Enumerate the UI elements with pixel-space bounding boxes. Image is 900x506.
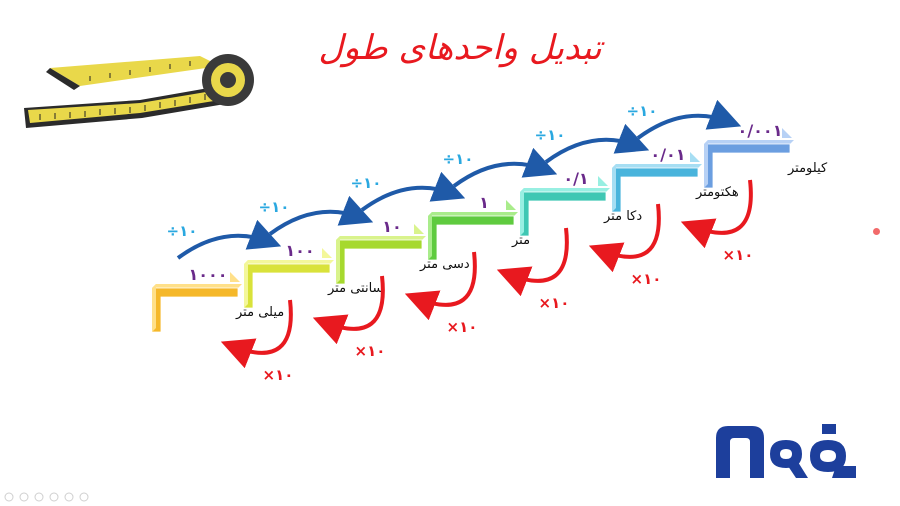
- divide-arrow: [360, 171, 466, 212]
- divide-arrow: [636, 99, 742, 140]
- step-label: دسی متر: [419, 257, 470, 272]
- step-label: میلی متر: [235, 305, 284, 320]
- multiply-label: ×۱۰: [631, 270, 662, 288]
- step-value: ۰/۱: [563, 169, 588, 188]
- multiply-arrow: [588, 203, 661, 273]
- step-label: هکتومتر: [695, 185, 739, 200]
- divide-arrow: [176, 219, 282, 260]
- multiply-label: ×۱۰: [355, 342, 386, 360]
- step-7: کیلومتر ۰/۰۰۱: [703, 121, 828, 189]
- divide-label: ÷۱۰: [443, 150, 474, 168]
- multiply-arrow: [404, 251, 477, 321]
- step-label: کیلومتر: [787, 161, 828, 176]
- step-value: ۰/۰۰۱: [738, 121, 783, 140]
- divide-label: ÷۱۰: [351, 174, 382, 192]
- multiply-label: ×۱۰: [539, 294, 570, 312]
- divide-label: ÷۱۰: [259, 198, 290, 216]
- step-value: ۱۰: [382, 217, 402, 236]
- step-value: ۱۰۰۰: [188, 265, 227, 284]
- divide-label: ÷۱۰: [535, 126, 566, 144]
- step-label: سانتی متر: [327, 281, 383, 296]
- step-value: ۰/۰۱: [650, 145, 685, 164]
- divide-label: ÷۱۰: [167, 222, 198, 240]
- step-5: دکا متر ۰/۱: [519, 169, 642, 237]
- divide-arrow: [544, 123, 650, 164]
- step-2: سانتی متر ۱۰۰: [243, 241, 383, 309]
- multiply-arrow: [680, 179, 753, 249]
- brand-logo-icon: [716, 424, 856, 478]
- divide-label: ÷۱۰: [627, 102, 658, 120]
- multiply-label: ×۱۰: [263, 366, 294, 384]
- divide-arrow: [268, 195, 374, 236]
- divide-arrow: [452, 147, 558, 188]
- step-1: میلی متر ۱۰۰۰: [151, 265, 284, 333]
- step-4: متر ۱: [427, 193, 530, 261]
- page-title: تبدیل واحدهای طول: [318, 28, 602, 68]
- step-6: هکتومتر ۰/۰۱: [611, 145, 739, 213]
- player-controls: [4, 492, 89, 502]
- pointer-dot: [873, 228, 880, 235]
- multiply-label: ×۱۰: [723, 246, 754, 264]
- measuring-tape-icon: [24, 54, 254, 128]
- multiply-label: ×۱۰: [447, 318, 478, 336]
- step-value: ۱۰۰: [285, 241, 314, 260]
- step-value: ۱: [479, 193, 489, 212]
- multiply-arrow: [220, 299, 293, 369]
- multiply-arrow: [312, 275, 385, 345]
- multiply-arrow: [496, 227, 569, 297]
- step-label: متر: [511, 233, 530, 248]
- step-3: دسی متر ۱۰: [335, 217, 470, 285]
- step-label: دکا متر: [603, 209, 642, 224]
